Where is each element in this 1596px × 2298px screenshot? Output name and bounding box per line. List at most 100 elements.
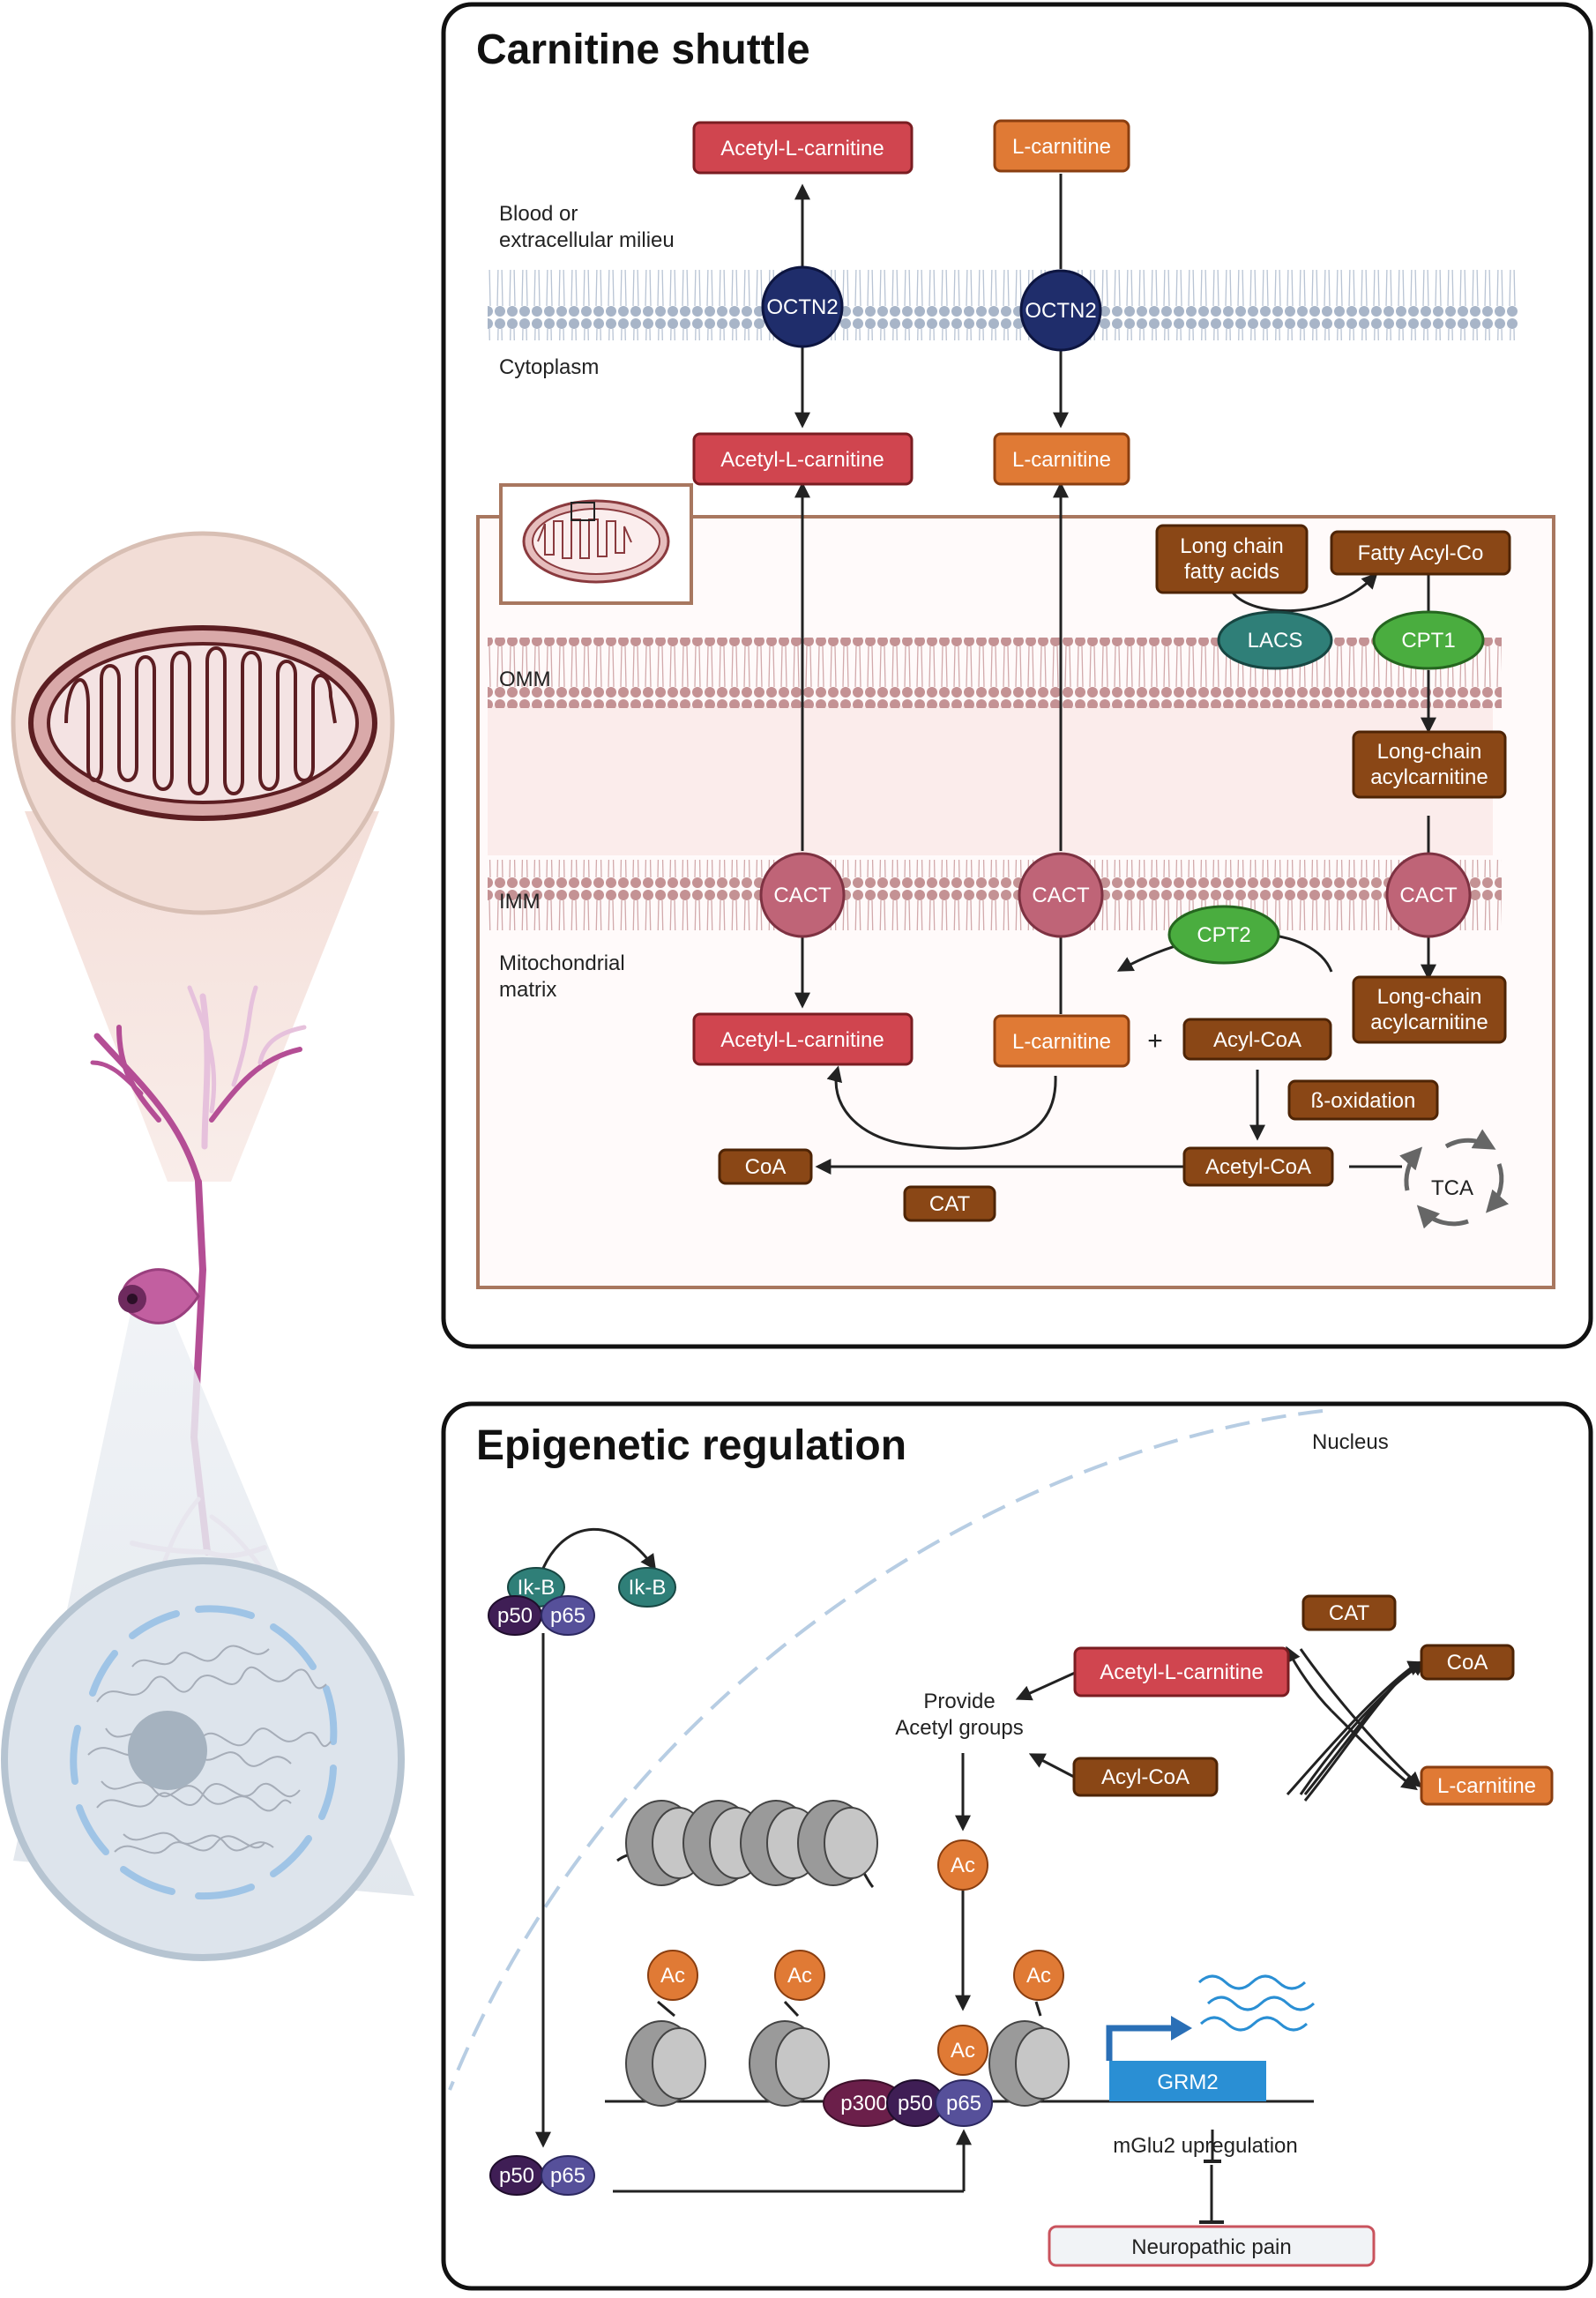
cact-middle: CACT	[1018, 852, 1104, 938]
fatty-acyl-co-text: Fatty Acyl-Co	[1358, 541, 1484, 565]
long-chain-acylcarnitine-box-2: Long-chain acylcarnitine	[1352, 975, 1507, 1044]
epigenetic-title: Epigenetic regulation	[476, 1422, 906, 1469]
cat-box-epi: CAT	[1301, 1594, 1397, 1631]
ac-mark-3: Ac	[1013, 1950, 1064, 2001]
imm-label: IMM	[499, 890, 541, 914]
cpt2-enzyme: CPT2	[1167, 905, 1280, 965]
p65-complex-text: p65	[946, 2092, 981, 2115]
nucleosome-cluster	[616, 1800, 878, 1889]
p50-bottom-text: p50	[499, 2164, 534, 2188]
p300-p50-p65-complex: p300 p50 p65	[823, 2079, 993, 2127]
coa-epi-text: CoA	[1447, 1651, 1488, 1675]
mini-mitochondrion-icon	[522, 499, 670, 584]
epigenetic-panel: Epigenetic regulation Nucleus	[441, 1401, 1593, 2291]
lca2-text-2: acylcarnitine	[1370, 1011, 1488, 1034]
tca-cycle: TCA	[1398, 1129, 1509, 1229]
blood-label-2: extracellular milieu	[499, 228, 675, 252]
octn2-left: OCTN2	[761, 265, 844, 348]
lca2-text-1: Long-chain	[1377, 985, 1482, 1009]
epigenetic-arrows	[535, 1527, 1425, 2193]
coa-box: CoA	[718, 1148, 813, 1185]
acetyl-coa-text: Acetyl-CoA	[1205, 1155, 1311, 1179]
p300-text: p300	[840, 2092, 887, 2115]
acetyl-lc-matrix-text: Acetyl-L-carnitine	[720, 1028, 884, 1052]
plus-sign: +	[1147, 1026, 1163, 1056]
octn2-right: OCTN2	[1019, 269, 1102, 352]
ac-free-text: Ac	[951, 1854, 975, 1877]
ac-mark-2-text: Ac	[787, 1964, 812, 1988]
ac-mark-1-text: Ac	[660, 1964, 685, 1988]
acyl-coa-epi-text: Acyl-CoA	[1101, 1765, 1190, 1789]
long-chain-acylcarnitine-box-1: Long-chain acylcarnitine	[1352, 730, 1507, 799]
matrix-label-2: matrix	[499, 978, 556, 1002]
acetyl-lc-cyto-box: Acetyl-L-carnitine	[692, 432, 914, 486]
cact-right-text: CACT	[1399, 884, 1458, 907]
ikb-free: Ik-B	[618, 1567, 676, 1608]
acetyl-lc-cyto-text: Acetyl-L-carnitine	[720, 448, 884, 472]
cpt1-enzyme: CPT1	[1372, 610, 1485, 670]
lc-matrix-text: L-carnitine	[1012, 1030, 1111, 1054]
acetyl-coa-box: Acetyl-CoA	[1182, 1146, 1334, 1187]
grm2-text: GRM2	[1157, 2070, 1218, 2094]
nuclear-envelope	[448, 1409, 1324, 2091]
cat-text: CAT	[929, 1192, 971, 1216]
ikb-complex: Ik-B p50 p65	[488, 1567, 595, 1636]
ac-bound: Ac	[937, 2025, 988, 2076]
fatty-acyl-co-box: Fatty Acyl-Co	[1330, 530, 1511, 576]
p50-complex-text: p50	[898, 2092, 933, 2115]
carnitine-shuttle-panel: Carnitine shuttle Blood or extracellular…	[441, 2, 1593, 1349]
carnitine-shuttle-title: Carnitine shuttle	[476, 26, 810, 73]
nucleus-icon	[70, 1605, 338, 1900]
shuttle-arrows	[794, 174, 1436, 1175]
lc-cyto-text: L-carnitine	[1012, 448, 1111, 472]
lc-epi-text: L-carnitine	[1437, 1774, 1536, 1798]
acetyl-lc-top-box: Acetyl-L-carnitine	[692, 121, 914, 175]
ac-mark-2: Ac	[774, 1950, 825, 2001]
octn2-left-text: OCTN2	[766, 295, 838, 319]
ac-mark-3-text: Ac	[1026, 1964, 1051, 1988]
nucleus-label: Nucleus	[1312, 1430, 1389, 1454]
coa-text: CoA	[745, 1155, 787, 1179]
cpt2-text: CPT2	[1197, 923, 1250, 947]
tca-label: TCA	[1431, 1176, 1473, 1200]
lc-matrix-box: L-carnitine	[993, 1014, 1130, 1068]
acyl-coa-box: Acyl-CoA	[1182, 1018, 1332, 1061]
p50-top-text: p50	[497, 1604, 533, 1628]
cytoplasm-label: Cytoplasm	[499, 355, 599, 379]
acetyl-lc-epi-text: Acetyl-L-carnitine	[1100, 1660, 1263, 1684]
nucleosome-c	[988, 2020, 1070, 2107]
long-chain-fa-text-2: fatty acids	[1184, 560, 1279, 584]
nucleosome-a	[625, 2020, 706, 2107]
lc-top-box: L-carnitine	[993, 119, 1130, 173]
lacs-enzyme: LACS	[1217, 610, 1333, 670]
mitochondrion-icon	[28, 625, 377, 821]
acetyl-lc-matrix-box: Acetyl-L-carnitine	[692, 1012, 914, 1066]
mrna-transcripts-icon	[1197, 1974, 1316, 2032]
outer-mitochondrial-membrane	[488, 638, 1502, 708]
cact-left-text: CACT	[773, 884, 832, 907]
nucleosome-b	[749, 2020, 830, 2107]
acyl-coa-epi-box: Acyl-CoA	[1072, 1757, 1219, 1797]
cat-crossing-arrows	[1299, 1648, 1427, 1795]
cat-epi-text: CAT	[1329, 1601, 1370, 1625]
neuropathic-pain-box: Neuropathic pain	[1048, 2225, 1376, 2267]
mglu2-label: mGlu2 upregulation	[1113, 2134, 1297, 2158]
acetyl-lc-top-text: Acetyl-L-carnitine	[720, 137, 884, 160]
inner-mitochondrial-membrane	[488, 860, 1502, 930]
lca1-text-1: Long-chain	[1377, 740, 1482, 764]
p65-bottom-text: p65	[550, 2164, 585, 2188]
coa-box-epi: CoA	[1420, 1644, 1515, 1681]
nucleosome-4	[797, 1800, 878, 1886]
blood-label: Blood or	[499, 202, 578, 226]
acetyl-lc-epi-box: Acetyl-L-carnitine	[1073, 1646, 1290, 1697]
cact-right: CACT	[1385, 852, 1472, 938]
lc-epi-box: L-carnitine	[1420, 1765, 1554, 1806]
long-chain-fa-text-1: Long chain	[1180, 534, 1283, 558]
provide-label: Provide	[923, 1690, 995, 1713]
cact-left: CACT	[759, 852, 846, 938]
beta-oxidation-box: ß-oxidation	[1287, 1079, 1439, 1121]
ikb-bound-text: Ik-B	[518, 1576, 556, 1600]
acyl-coa-text: Acyl-CoA	[1213, 1028, 1301, 1052]
